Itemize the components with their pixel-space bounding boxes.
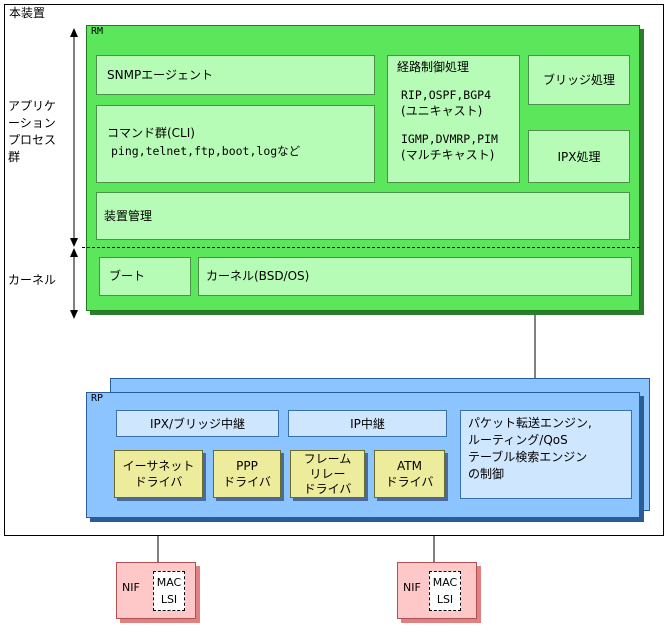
ppp-driver-box: PPP ドライバ [213,450,281,498]
mac-lsi-line-1b: LSI [160,593,178,606]
frame-relay-driver-line-1: フレーム [303,451,352,466]
ethernet-driver-box: イーサネット ドライバ [114,450,203,498]
snmp-agent-label: SNMPエージェント [107,68,213,82]
routing-multicast-label: (マルチキャスト) [401,148,495,162]
ppp-driver-line-1: PPP [236,459,258,473]
engine-line-1: パケット転送エンジン, [468,416,592,430]
engine-line-3: テーブル検索エンジン [468,450,588,464]
atm-driver-box: ATM ドライバ [374,450,445,498]
ppp-driver-line-2: ドライバ [223,475,271,489]
app-process-label: アプリケ ーション プロセス 群 [8,99,57,164]
frame-relay-driver-line-2: リレー [309,466,346,481]
kernel-box-label: カーネル(BSD/OS) [206,269,310,283]
frame-relay-driver-box: フレーム リレー ドライバ [290,450,365,498]
rp-label: RP [91,393,104,404]
routing-unicast-label: (ユニキャスト) [401,104,483,118]
boot-label: ブート [109,269,146,283]
routing-title: 経路制御処理 [397,60,470,74]
atm-driver-line-1: ATM [397,459,422,473]
cli-commands-box: コマンド群(CLI) ping,telnet,ftp,boot,logなど [96,105,375,183]
ipx-bridge-relay-box: IPX/ブリッジ中継 [116,410,279,437]
ipx-processing-label: IPX処理 [557,149,601,164]
frame-relay-driver-line-3: ドライバ [303,481,352,496]
ethernet-driver-line-2: ドライバ [134,475,183,489]
device-label: 本装置 [9,6,46,20]
forwarding-engine-box: パケット転送エンジン, ルーティング/QoS テーブル検索エンジン の制御 [460,410,632,499]
boot-box: ブート [99,257,191,296]
ipx-processing-box: IPX処理 [528,130,630,183]
engine-line-4: の制御 [468,467,505,481]
nif-label-2: NIF [403,581,421,594]
cli-title: コマンド群(CLI) [107,126,195,140]
user-kernel-separator [82,247,640,248]
engine-line-2: ルーティング/QoS [468,433,568,447]
mac-lsi-box-1: MAC LSI [153,571,185,611]
bridge-processing-label: ブリッジ処理 [542,73,615,87]
device-management-label: 装置管理 [104,209,153,223]
mac-lsi-line-2b: LSI [436,593,454,606]
ethernet-driver-line-1: イーサネット [122,459,195,473]
snmp-agent-box: SNMPエージェント [96,55,375,95]
ip-relay-box: IP中継 [288,410,447,437]
ip-relay-label: IP中継 [350,416,385,431]
cli-command-list: ping,telnet,ftp,boot,logなど [111,144,301,158]
rm-label: RM [91,26,104,37]
bridge-processing-box: ブリッジ処理 [528,55,630,105]
atm-driver-line-2: ドライバ [385,475,434,489]
device-management-box: 装置管理 [96,192,630,240]
routing-control-box: 経路制御処理 RIP,OSPF,BGP4 (ユニキャスト) IGMP,DVMRP… [387,55,520,183]
mac-lsi-line-2a: MAC [432,576,458,589]
mac-lsi-box-2: MAC LSI [429,571,461,611]
kernel-box: カーネル(BSD/OS) [198,257,632,296]
mac-lsi-line-1a: MAC [156,576,182,589]
routing-unicast-protocols: RIP,OSPF,BGP4 [401,88,492,102]
kernel-side-label: カーネル [8,273,57,287]
ipx-bridge-relay-label: IPX/ブリッジ中継 [149,416,246,431]
routing-multicast-protocols: IGMP,DVMRP,PIM [401,132,498,146]
nif-label-1: NIF [122,581,140,594]
